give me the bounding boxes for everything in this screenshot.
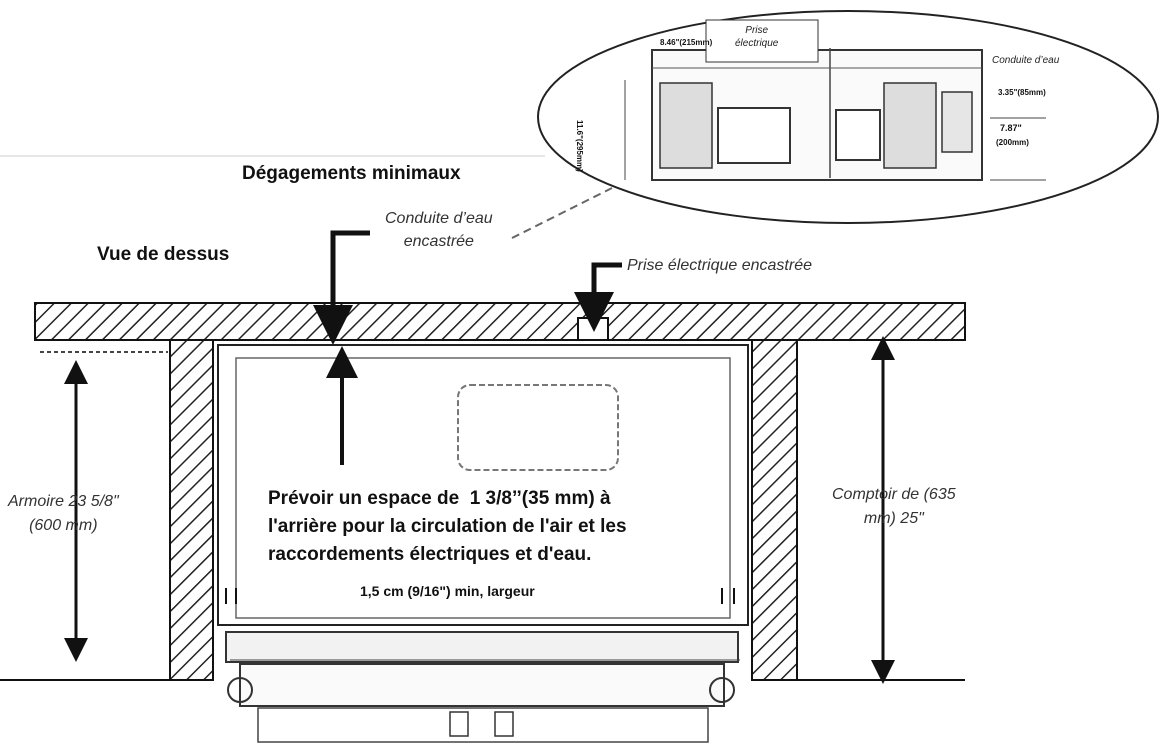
counter-depth-label: Comptoir de (635 mm) 25" [832, 486, 956, 527]
inset-dim-right-upper: 3.35"(85mm) [998, 88, 1046, 97]
rear-space-note: Prévoir un espace de 1 3/8’’(35 mm) à l'… [268, 488, 627, 565]
left-cabinet-wall [0, 339, 214, 681]
inset-dim-right-lower-value: 7.87" [1000, 123, 1022, 133]
inset-dim-height: 11.6"(295mm) [575, 120, 584, 172]
outlet-arrow [574, 262, 622, 332]
cabinet-depth-label: Armoire 23 5/8" (600 mm) [8, 493, 119, 534]
right-counter-wall [751, 339, 965, 681]
outlet-label: Prise électrique encastrée [627, 257, 812, 274]
inset-dim-top-left: 8.46"(215mm) [660, 38, 713, 47]
diagram-title: Dégagements minimaux [242, 163, 461, 184]
water-line-label: Conduite d’eau encastrée [385, 210, 493, 250]
inset-water-line-label: Conduite d’eau [992, 55, 1060, 66]
inset-pointer [511, 187, 613, 239]
inset-outlet-label: Prise électrique [735, 25, 779, 49]
view-label: Vue de dessus [97, 244, 230, 265]
side-gap-note: 1,5 cm (9/16") min, largeur [360, 583, 535, 599]
rear-wall [34, 302, 966, 341]
appliance-outline [217, 344, 749, 743]
inset-dim-right-lower-mm: (200mm) [996, 138, 1029, 147]
outlet-box [577, 317, 609, 341]
water-line-arrow [313, 230, 370, 345]
side-gap-markers [225, 588, 735, 604]
inset-detail [0, 10, 1159, 224]
